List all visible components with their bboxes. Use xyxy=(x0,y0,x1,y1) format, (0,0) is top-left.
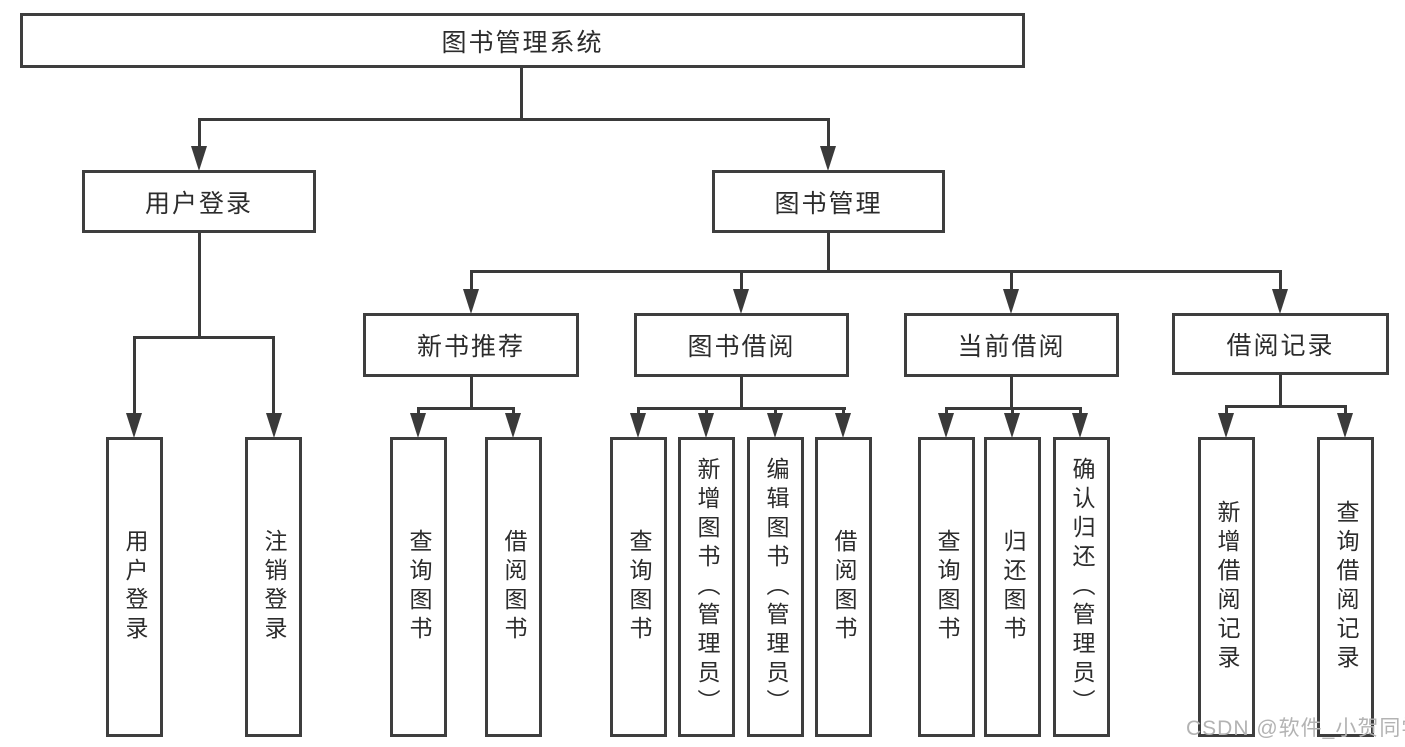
connector-stem-leaf-logout xyxy=(272,336,275,415)
connector-user-login-trunk xyxy=(198,233,201,339)
csdn-watermark: CSDN @软件_小贺同学 xyxy=(1186,717,1405,740)
node-root-system: 图书管理系统 xyxy=(20,13,1025,68)
leaf-logout: 注销登录 xyxy=(245,437,302,737)
connector-book-borrow-rail xyxy=(637,407,846,410)
arrowhead-new-book xyxy=(463,289,479,314)
connector-user-login-rail xyxy=(134,336,275,339)
leaf-confirm-return-admin: 确认归还（管理员） xyxy=(1053,437,1110,737)
node-user-login: 用户登录 xyxy=(82,170,316,233)
connector-borrow-records-rail xyxy=(1225,405,1347,408)
arrowhead-add-books xyxy=(698,413,714,438)
connector-stem xyxy=(637,407,640,416)
connector-stem xyxy=(945,407,948,416)
arrowhead-add-borrow-record xyxy=(1218,413,1234,438)
connector-root-trunk xyxy=(520,68,523,121)
arrowhead-borrow-books-2 xyxy=(835,413,851,438)
connector-book-borrow-trunk xyxy=(740,377,743,409)
connector-level2-rail xyxy=(198,118,830,121)
arrowhead-borrow-records xyxy=(1272,289,1288,314)
connector-stem xyxy=(1225,405,1228,415)
leaf-add-books-admin: 新增图书（管理员） xyxy=(678,437,735,737)
arrowhead-query-books-3 xyxy=(938,413,954,438)
arrowhead-confirm-return xyxy=(1072,413,1088,438)
connector-current-borrow-trunk xyxy=(1010,377,1013,409)
connector-borrow-records-trunk xyxy=(1279,375,1282,407)
connector-stem xyxy=(512,407,515,416)
node-current-borrow: 当前借阅 xyxy=(904,313,1119,377)
arrowhead-book-management xyxy=(820,146,836,171)
arrowhead-current-borrow xyxy=(1003,289,1019,314)
arrowhead-query-books-1 xyxy=(410,413,426,438)
node-new-book-recommend: 新书推荐 xyxy=(363,313,579,377)
arrowhead-edit-books xyxy=(767,413,783,438)
connector-stem xyxy=(1344,405,1347,415)
leaf-query-books-current: 查询图书 xyxy=(918,437,975,737)
connector-stem-leaf-login xyxy=(133,336,136,415)
arrowhead-leaf-logout xyxy=(266,413,282,438)
leaf-borrow-books-recommend: 借阅图书 xyxy=(485,437,542,737)
leaf-user-login: 用户登录 xyxy=(106,437,163,737)
leaf-borrow-books: 借阅图书 xyxy=(815,437,872,737)
connector-stem xyxy=(417,407,420,416)
arrowhead-borrow-books-1 xyxy=(505,413,521,438)
leaf-edit-books-admin: 编辑图书（管理员） xyxy=(747,437,804,737)
arrowhead-query-borrow-record xyxy=(1337,413,1353,438)
connector-new-book-rail xyxy=(417,407,515,410)
arrowhead-leaf-login xyxy=(126,413,142,438)
connector-stem xyxy=(774,407,777,416)
leaf-query-books-recommend: 查询图书 xyxy=(390,437,447,737)
leaf-add-borrow-record: 新增借阅记录 xyxy=(1198,437,1255,737)
connector-stem-book-management xyxy=(827,118,830,150)
leaf-return-books: 归还图书 xyxy=(984,437,1041,737)
connector-stem-borrow-records xyxy=(1279,270,1282,292)
node-book-borrow: 图书借阅 xyxy=(634,313,849,377)
connector-stem xyxy=(705,407,708,416)
arrowhead-book-borrow xyxy=(733,289,749,314)
arrowhead-user-login xyxy=(191,146,207,171)
connector-stem-new-book xyxy=(470,270,473,292)
arrowhead-query-books-2 xyxy=(630,413,646,438)
connector-book-management-trunk xyxy=(827,233,830,273)
node-borrow-records: 借阅记录 xyxy=(1172,313,1389,375)
connector-stem-current-borrow xyxy=(1010,270,1013,292)
leaf-query-books-borrow: 查询图书 xyxy=(610,437,667,737)
connector-stem-user-login xyxy=(198,118,201,150)
connector-stem-book-borrow xyxy=(740,270,743,292)
connector-new-book-trunk xyxy=(470,377,473,409)
connector-stem xyxy=(1011,407,1014,416)
node-book-management: 图书管理 xyxy=(712,170,945,233)
connector-stem xyxy=(842,407,845,416)
arrowhead-return-books xyxy=(1004,413,1020,438)
connector-level3-rail xyxy=(470,270,1281,273)
connector-stem xyxy=(1079,407,1082,416)
leaf-query-borrow-record: 查询借阅记录 xyxy=(1317,437,1374,737)
